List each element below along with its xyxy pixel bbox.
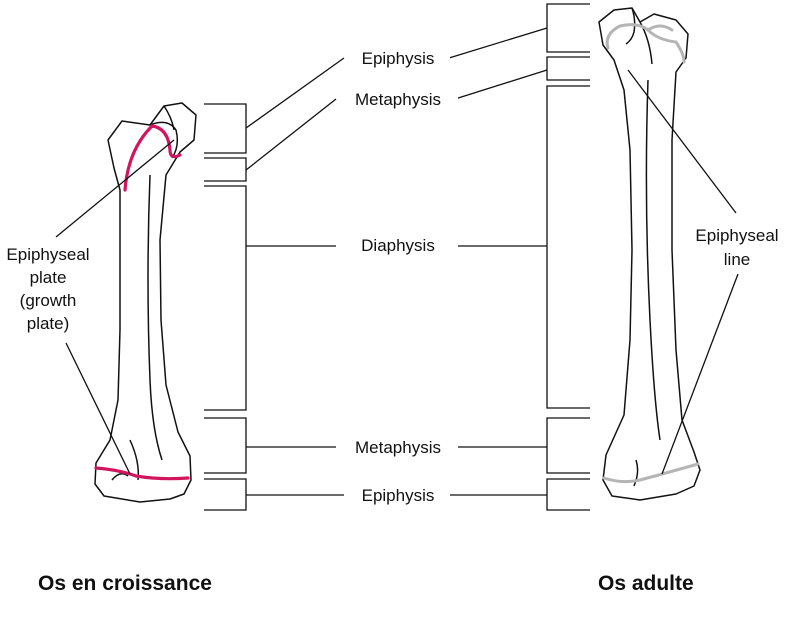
- label-epiphyseal-plate: Epiphyseal plate (growth plate): [0, 243, 96, 335]
- growing-femur-neck-detail: [163, 105, 175, 131]
- label-metaphysis-top: Metaphysis: [338, 89, 458, 111]
- left-brackets: [204, 103, 247, 511]
- bracket-right-epiphysis-top: [546, 3, 590, 53]
- lower-growth-plate: [94, 466, 190, 481]
- growing-femur-condyle-detail-2: [111, 473, 129, 481]
- right-brackets: [546, 3, 590, 511]
- leader-lines: [55, 27, 739, 496]
- growing-femur: [94, 102, 197, 503]
- bracket-left-epiphysis-top: [204, 103, 247, 154]
- adult-femur-head-detail: [625, 7, 636, 45]
- leader-plate-lower: [65, 342, 131, 475]
- adult-femur-outline: [598, 7, 701, 501]
- bracket-right-metaphysis-top: [546, 56, 590, 81]
- label-diaphysis: Diaphysis: [338, 235, 458, 257]
- leader-plate-upper: [55, 139, 175, 238]
- bracket-right-metaphysis-bottom: [546, 417, 590, 474]
- epiphyseal-lines: [602, 23, 700, 484]
- leader-line-upper: [627, 69, 737, 214]
- label-epiphyseal-line: Epiphyseal line: [680, 224, 790, 272]
- adult-femur: [598, 7, 701, 501]
- growing-femur-outline: [94, 102, 197, 503]
- bracket-left-epiphysis-bottom: [204, 478, 247, 511]
- bracket-right-diaphysis: [546, 85, 590, 409]
- bracket-left-metaphysis-top: [204, 157, 247, 182]
- leader-metaphysis-top-right: [454, 69, 548, 100]
- lower-epiphyseal-line: [602, 462, 700, 484]
- leader-epiphysis-top-right: [448, 27, 548, 59]
- label-epiphysis-bottom: Epiphysis: [346, 485, 450, 507]
- bracket-right-epiphysis-bottom: [546, 478, 590, 511]
- leader-epiphysis-top-left: [245, 57, 345, 129]
- leader-metaphysis-top-left: [245, 98, 337, 171]
- label-metaphysis-bottom: Metaphysis: [338, 437, 458, 459]
- caption-adult-bone: Os adulte: [598, 572, 694, 595]
- growth-plates: [94, 124, 190, 481]
- bracket-left-metaphysis-bottom: [204, 417, 247, 474]
- caption-growing-bone: Os en croissance: [38, 572, 212, 595]
- upper-growth-plate: [123, 124, 182, 192]
- upper-epiphyseal-line-inner: [646, 24, 674, 32]
- growing-femur-shaft-detail: [147, 174, 163, 461]
- adult-femur-shaft-detail: [645, 79, 661, 441]
- adult-femur-condyle-detail: [633, 459, 639, 487]
- label-epiphysis-top: Epiphysis: [346, 48, 450, 70]
- growing-femur-head-detail: [149, 121, 179, 159]
- bracket-left-diaphysis: [204, 185, 247, 411]
- leader-line-lower: [661, 273, 739, 475]
